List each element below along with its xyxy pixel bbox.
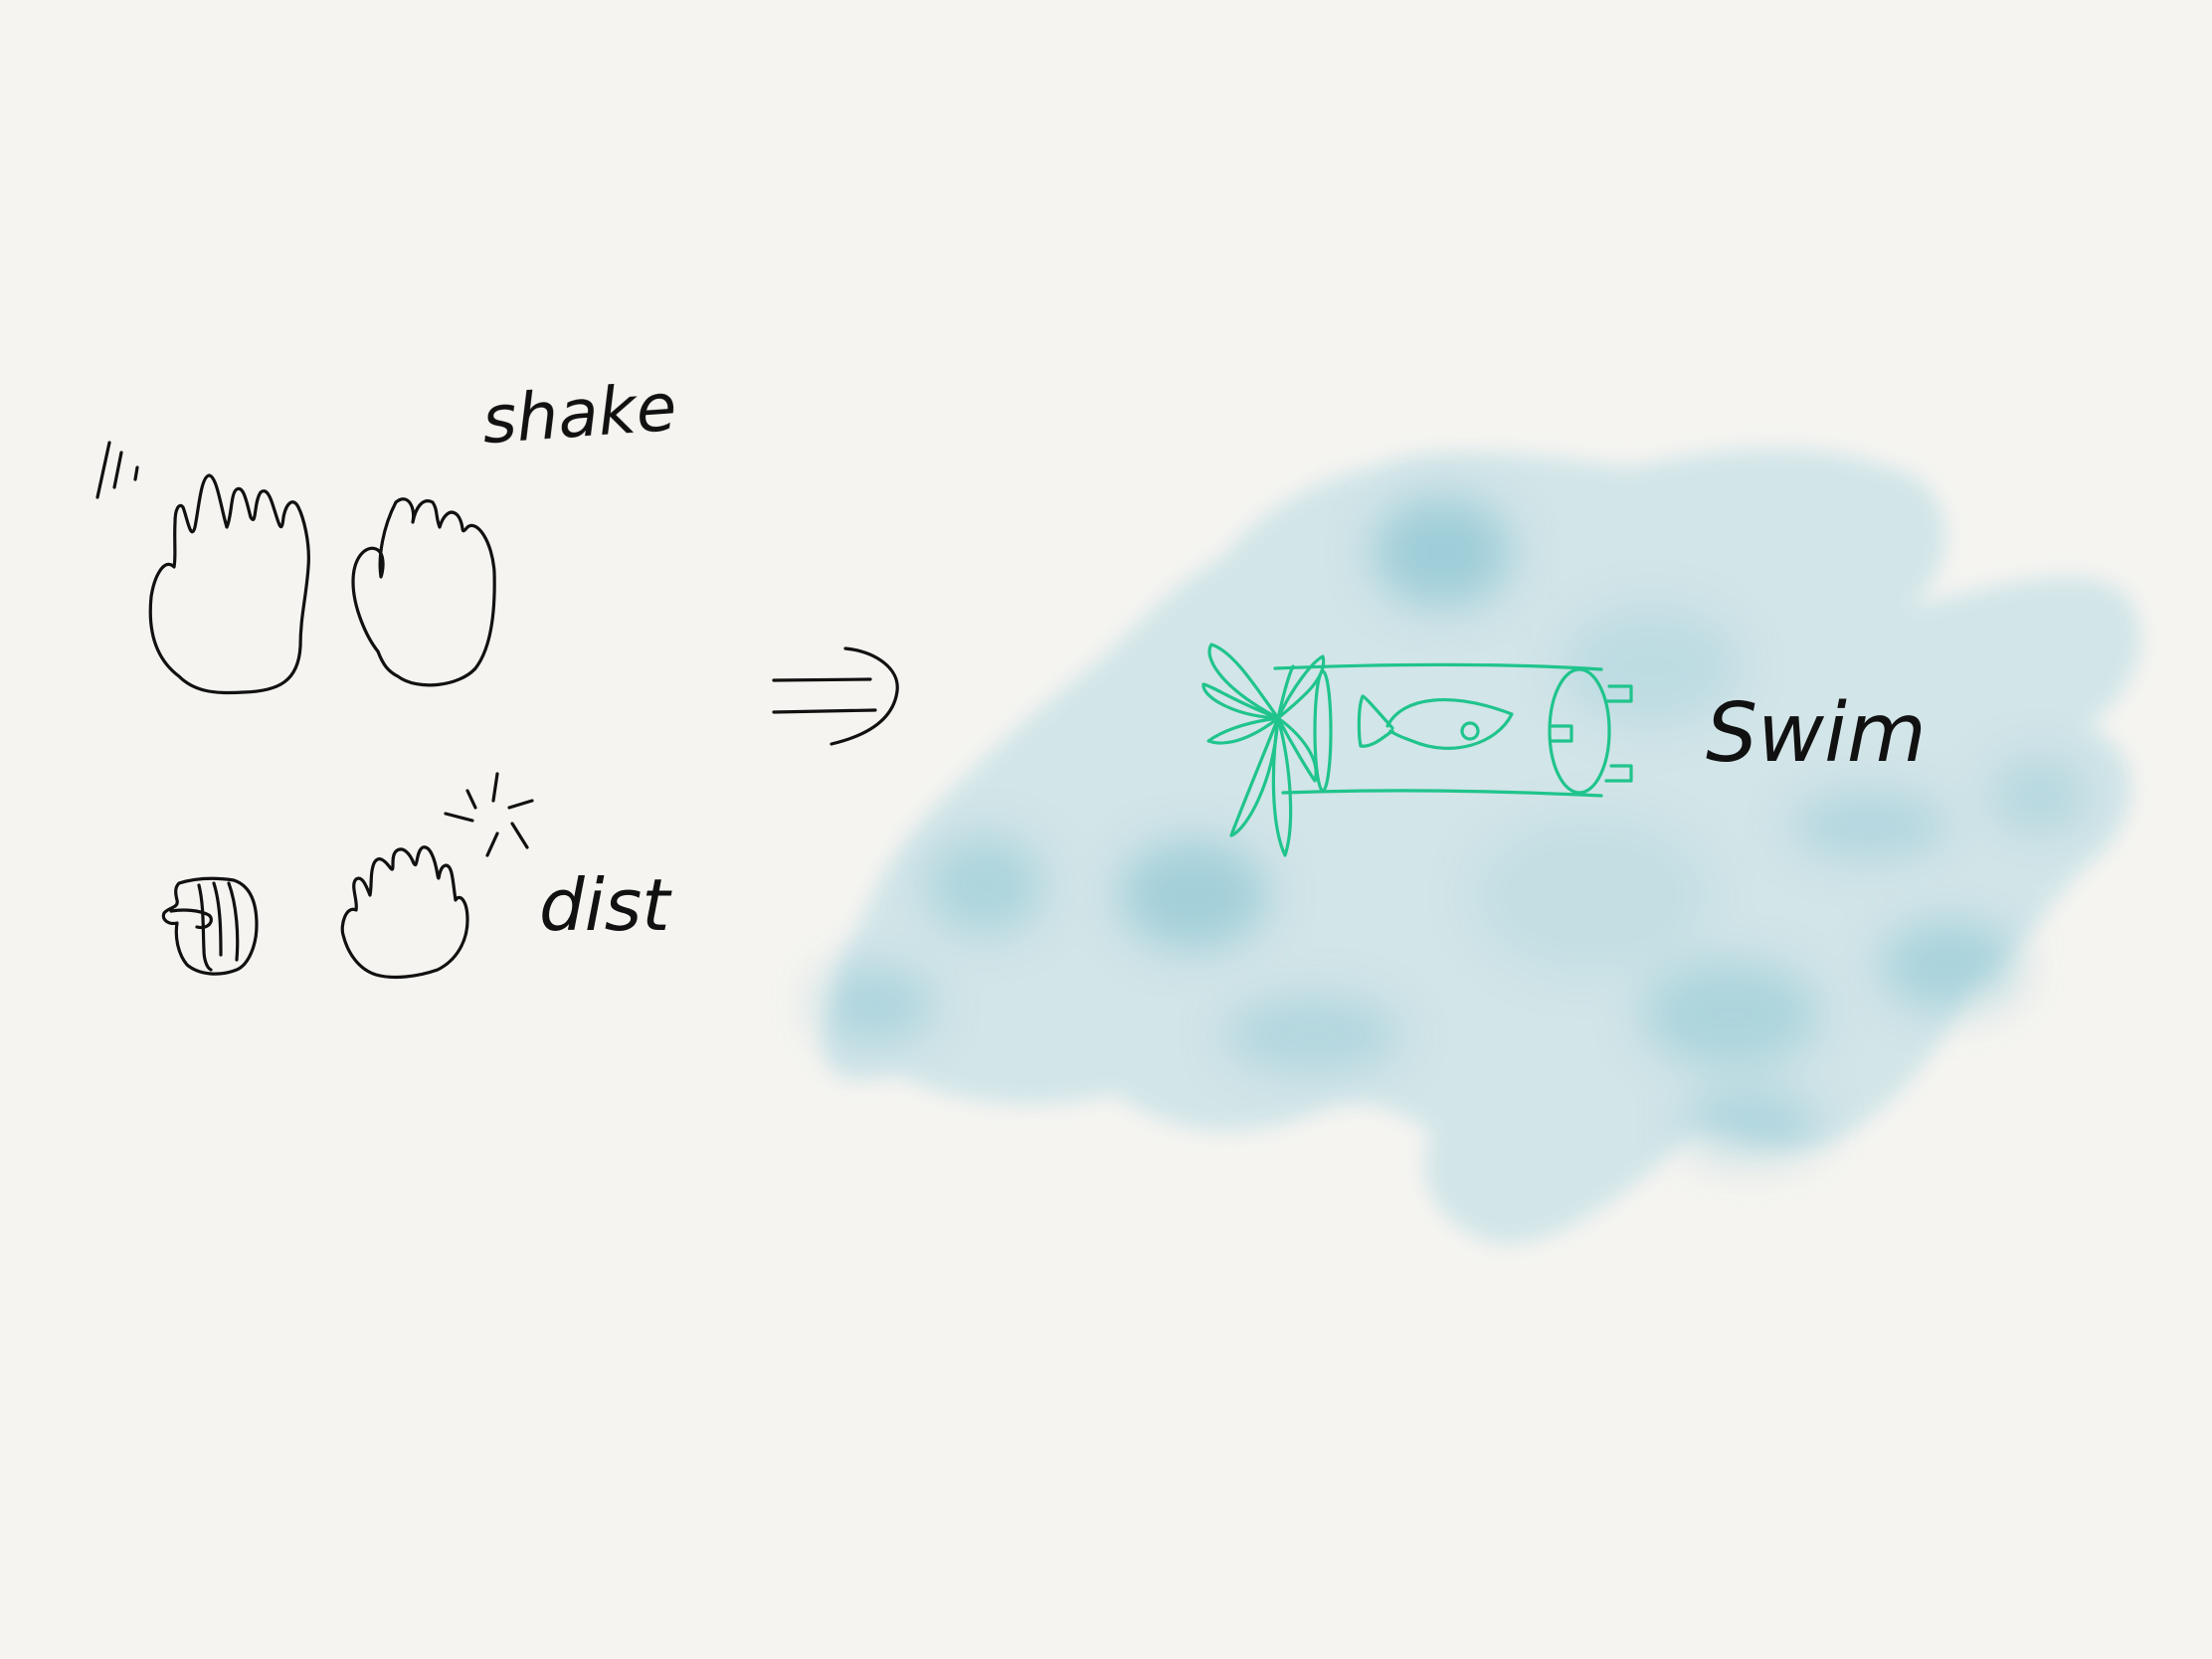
label-shake: shake [479, 369, 678, 459]
fist-icon [161, 876, 259, 976]
label-swim: Swim [1706, 686, 1927, 781]
hand-cupped-icon [351, 497, 496, 687]
watercolor-wash [816, 449, 2141, 1245]
hand-burst-icon [340, 772, 534, 980]
label-dist: dist [539, 863, 672, 947]
double-arrow-icon [772, 646, 899, 746]
motion-lines [95, 441, 139, 499]
propeller-icon [1201, 643, 1326, 857]
hand-open-icon [148, 473, 310, 695]
